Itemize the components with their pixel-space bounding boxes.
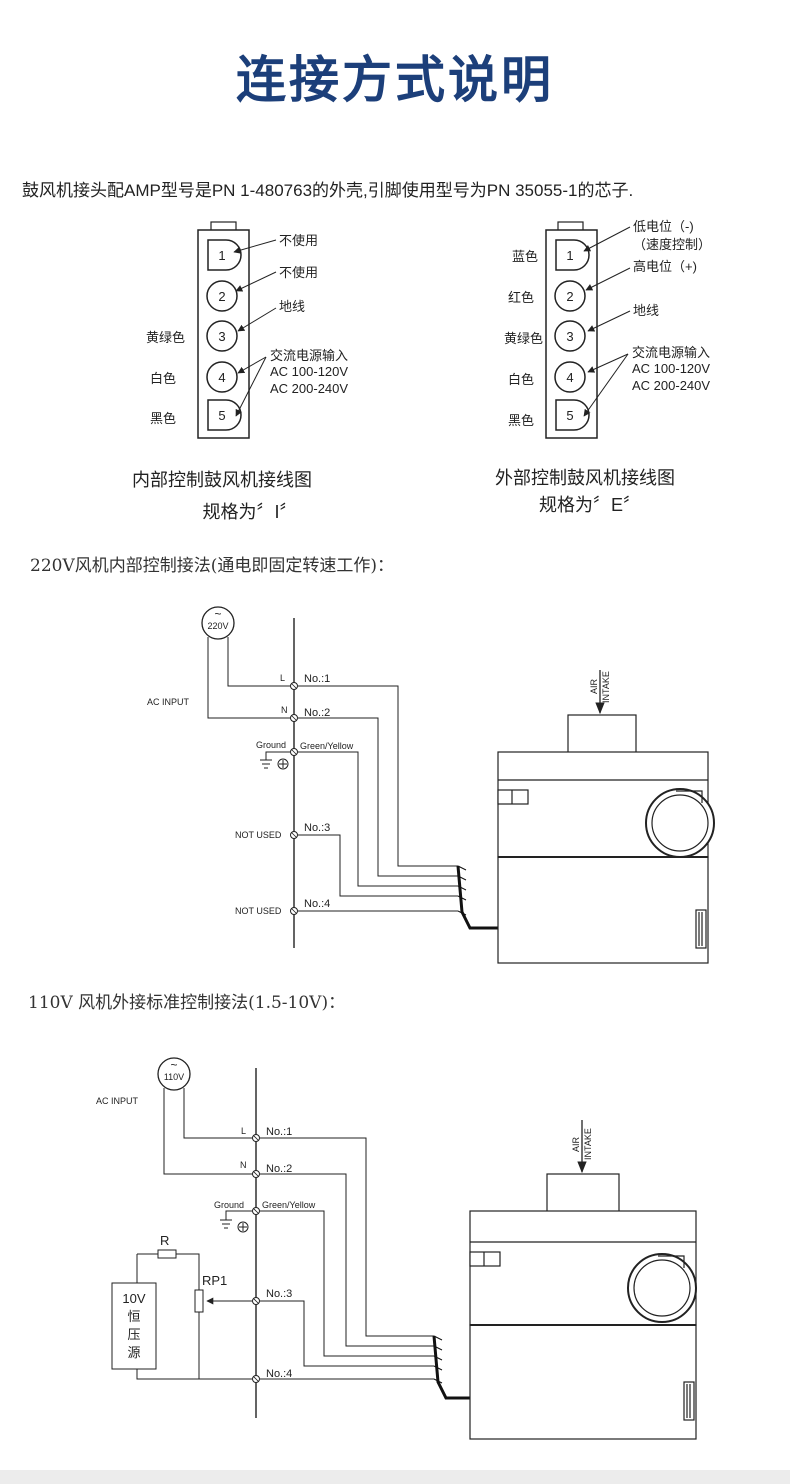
wire-color-label: 蓝色 (512, 249, 538, 264)
ac-input-label: AC INPUT (147, 697, 190, 707)
terminal-label: No.:1 (266, 1126, 292, 1138)
pin-label: 2 (218, 289, 225, 304)
voltage-source-box (111, 1282, 157, 1370)
wire-color-label: 黑色 (150, 411, 176, 426)
terminal-tag: Ground (256, 740, 286, 750)
supply-label: 压 (127, 1327, 140, 1342)
pin-label: 1 (566, 248, 573, 263)
pin-note: 地线 (633, 303, 659, 318)
pin-label: 3 (566, 329, 573, 344)
connector-external: 1 2 3 4 5 蓝色 红色 黄绿色 白色 黑色 低电位（-) （速度控制） … (495, 219, 711, 515)
wiring-diagram-110v: ~ 110V AC INPUT L No.:1 N No.:2 Ground G… (96, 1057, 697, 1440)
wire-color-label: 白色 (508, 372, 534, 387)
wire-color-label: 白色 (150, 371, 176, 386)
supply-label: 恒 (127, 1309, 140, 1324)
pin-note: 交流电源输入 (270, 348, 348, 363)
pin-note: AC 100-120V (270, 364, 348, 379)
terminal-tag: Ground (214, 1200, 244, 1210)
terminal-tag: NOT USED (235, 906, 282, 916)
terminal-label: No.:2 (304, 707, 330, 719)
terminal-label: No.:4 (266, 1368, 292, 1380)
pin-label: 2 (566, 289, 573, 304)
terminal-label: No.:4 (304, 898, 330, 910)
connector-internal: 1 2 3 4 5 黄绿色 白色 黑色 不使用 不使用 地线 交流电源输入 AC… (132, 221, 348, 522)
diagram-caption: 外部控制鼓风机接线图 (495, 468, 675, 488)
supply-label: 源 (127, 1345, 140, 1360)
air-label: AIR (589, 678, 599, 694)
diagram-spec: 规格为〞I〞 (202, 502, 297, 522)
intro-text: 鼓风机接头配AMP型号是PN 1-480763的外壳,引脚使用型号为PN 350… (22, 181, 634, 200)
pin-label: 5 (566, 408, 573, 423)
intake-label: INTAKE (601, 671, 611, 703)
terminal-label: No.:3 (304, 822, 330, 834)
wire-color-label: 黄绿色 (504, 331, 543, 346)
resistor-label: R (160, 1233, 169, 1248)
wire-color-label: 红色 (508, 290, 534, 305)
wire-color-label: 黑色 (508, 413, 534, 428)
air-label: AIR (571, 1136, 581, 1152)
pin-note: AC 100-120V (632, 361, 710, 376)
svg-text:~: ~ (170, 1058, 177, 1072)
terminal-tag: N (240, 1160, 247, 1170)
terminal-label: Green/Yellow (300, 741, 354, 751)
terminal-label: No.:3 (266, 1288, 292, 1300)
pin-note: 不使用 (279, 233, 318, 248)
blower-illustration (497, 714, 715, 964)
supply-label: 10V (122, 1291, 145, 1306)
pin-note: 高电位（+) (633, 259, 697, 274)
ground-icon (260, 751, 290, 770)
pin-note: 交流电源输入 (632, 345, 710, 360)
terminal-tag: N (281, 705, 288, 715)
section-heading-110v: 110V 风机外接标准控制接法(1.5-10V)： (28, 993, 346, 1013)
svg-text:~: ~ (214, 607, 221, 621)
pin-label: 5 (218, 408, 225, 423)
intake-label: INTAKE (583, 1128, 593, 1160)
source-label: 110V (164, 1072, 184, 1082)
pin-note: AC 200-240V (632, 378, 710, 393)
resistor-r (157, 1249, 177, 1259)
connector-diagrams: 1 2 3 4 5 黄绿色 白色 黑色 不使用 不使用 地线 交流电源输入 AC… (132, 219, 711, 522)
terminal-tag: L (241, 1126, 246, 1136)
potentiometer-rp1 (194, 1289, 204, 1313)
pin-note: 地线 (279, 299, 305, 314)
ac-input-label: AC INPUT (96, 1096, 139, 1106)
pin-label: 4 (218, 370, 225, 385)
potentiometer-label: RP1 (202, 1273, 227, 1288)
terminal-tag: NOT USED (235, 830, 282, 840)
section-heading-220v: 220V风机内部控制接法(通电即固定转速工作)： (30, 556, 394, 576)
pin-label: 3 (218, 329, 225, 344)
source-label: 220V (207, 621, 228, 631)
pin-note: 不使用 (279, 265, 318, 280)
wiring-diagram-220v: ~ 220V AC INPUT L No.:1 N No.:2 Ground G… (147, 606, 715, 964)
pin-label: 4 (566, 370, 573, 385)
terminal-label: No.:2 (266, 1163, 292, 1175)
pin-note: AC 200-240V (270, 381, 348, 396)
terminal-tag: L (280, 673, 285, 683)
diagram-caption: 内部控制鼓风机接线图 (132, 470, 312, 490)
terminal-label: No.:1 (304, 673, 330, 685)
terminal-label: Green/Yellow (262, 1200, 316, 1210)
bottom-bar (0, 1470, 790, 1484)
page-title: 连接方式说明 (236, 52, 554, 108)
pin-note: 低电位（-) (633, 219, 694, 234)
ground-icon (220, 1210, 252, 1233)
pin-label: 1 (218, 248, 225, 263)
pin-note: （速度控制） (633, 237, 711, 252)
diagram-spec: 规格为〞E〞 (539, 495, 641, 515)
blower-illustration (469, 1173, 697, 1440)
wire-color-label: 黄绿色 (146, 330, 185, 345)
control-circuit (111, 1249, 252, 1380)
